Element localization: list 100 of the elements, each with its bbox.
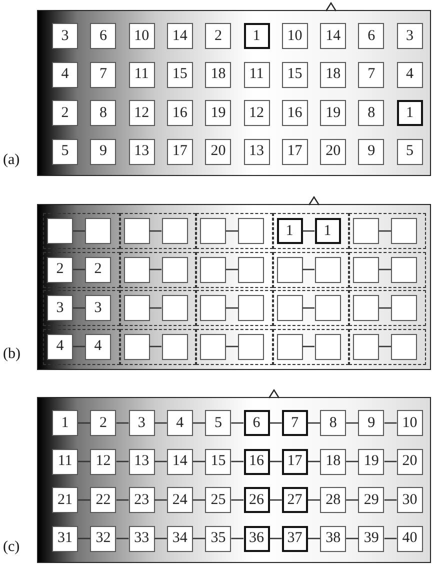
empty-square [200,218,226,244]
numbered-square: 4 [396,62,423,88]
dashed-group-box [120,328,196,364]
empty-square [85,218,111,244]
numbered-square: 1 [52,410,78,436]
numbered-square: 21 [52,487,78,513]
connector-line [192,460,206,462]
dashed-group-box [349,213,426,249]
numbered-square: 11 [52,448,78,474]
connector-line [192,538,206,540]
connector-line [302,307,314,309]
numbered-square: 3 [128,410,155,436]
dashed-group-box [349,252,426,288]
numbered-square: 32 [90,526,116,552]
numbered-square: 6 [90,23,116,49]
connector-line [116,460,129,462]
empty-square [162,256,188,282]
dashed-group-box [196,252,272,288]
dashed-group-box [272,252,349,288]
numbered-square: 16 [244,448,270,474]
numbered-square: 3 [47,295,73,321]
numbered-square: 29 [358,487,384,513]
numbered-square: 36 [244,526,270,552]
connector-line [308,499,320,501]
connector-line [379,346,391,348]
numbered-square: 4 [47,334,73,360]
numbered-square: 3 [52,23,78,49]
connector-line [346,538,358,540]
empty-square [238,295,264,321]
connector-line [379,230,391,232]
numbered-square: 25 [205,487,232,513]
numbered-square: 37 [282,526,308,552]
numbered-square: 12 [244,100,270,126]
connector-line [308,422,320,424]
panel-label: (c) [3,539,20,556]
connector-line [231,538,244,540]
connector-line [346,422,358,424]
numbered-square: 16 [166,100,193,126]
connector-line [73,268,85,270]
numbered-square: 38 [320,526,346,552]
connector-line [78,422,90,424]
numbered-square: 39 [358,526,384,552]
connector-line [154,460,167,462]
connector-line [302,268,314,270]
numbered-square: 14 [166,448,193,474]
numbered-square: 2 [52,100,78,126]
numbered-square: 27 [282,487,308,513]
empty-square [162,295,188,321]
connector-line [346,499,358,501]
connector-line [226,307,238,309]
connector-line [150,268,162,270]
numbered-square: 4 [85,334,111,360]
numbered-square: 19 [205,100,232,126]
dashed-group-box [272,290,349,326]
numbered-square: 40 [396,526,423,552]
empty-square [391,218,417,244]
empty-square [200,334,226,360]
numbered-square: 7 [282,410,308,436]
numbered-square: 13 [244,138,270,164]
empty-square [391,295,417,321]
empty-square [162,218,188,244]
connector-line [116,538,129,540]
numbered-square: 18 [320,448,346,474]
dashed-group-box [120,290,196,326]
numbered-square: 35 [205,526,232,552]
numbered-square: 1 [276,218,302,244]
connector-line [270,422,282,424]
dashed-group-box [43,328,120,364]
numbered-square: 12 [128,100,155,126]
numbered-square: 2 [47,256,73,282]
numbered-square: 22 [90,487,116,513]
empty-square [200,295,226,321]
connector-line [302,230,314,232]
dashed-group-box [196,328,272,364]
numbered-square: 15 [205,448,232,474]
numbered-square: 8 [90,100,116,126]
empty-square [276,334,302,360]
numbered-square: 10 [396,410,423,436]
numbered-square: 5 [396,138,423,164]
connector-line [302,346,314,348]
connector-line [384,499,397,501]
numbered-square: 33 [128,526,155,552]
numbered-square: 17 [166,138,193,164]
connector-line [150,230,162,232]
numbered-square: 2 [205,23,232,49]
numbered-square: 15 [282,62,308,88]
numbered-square: 9 [358,138,384,164]
empty-square [238,218,264,244]
dashed-group-box [43,213,120,249]
connector-line [226,268,238,270]
dashed-group-box [349,328,426,364]
numbered-square: 20 [205,138,232,164]
numbered-square: 14 [320,23,346,49]
connector-line [231,422,244,424]
connector-line [154,499,167,501]
numbered-square: 10 [282,23,308,49]
numbered-square: 12 [90,448,116,474]
numbered-square: 7 [358,62,384,88]
numbered-square: 15 [166,62,193,88]
connector-line [116,422,129,424]
